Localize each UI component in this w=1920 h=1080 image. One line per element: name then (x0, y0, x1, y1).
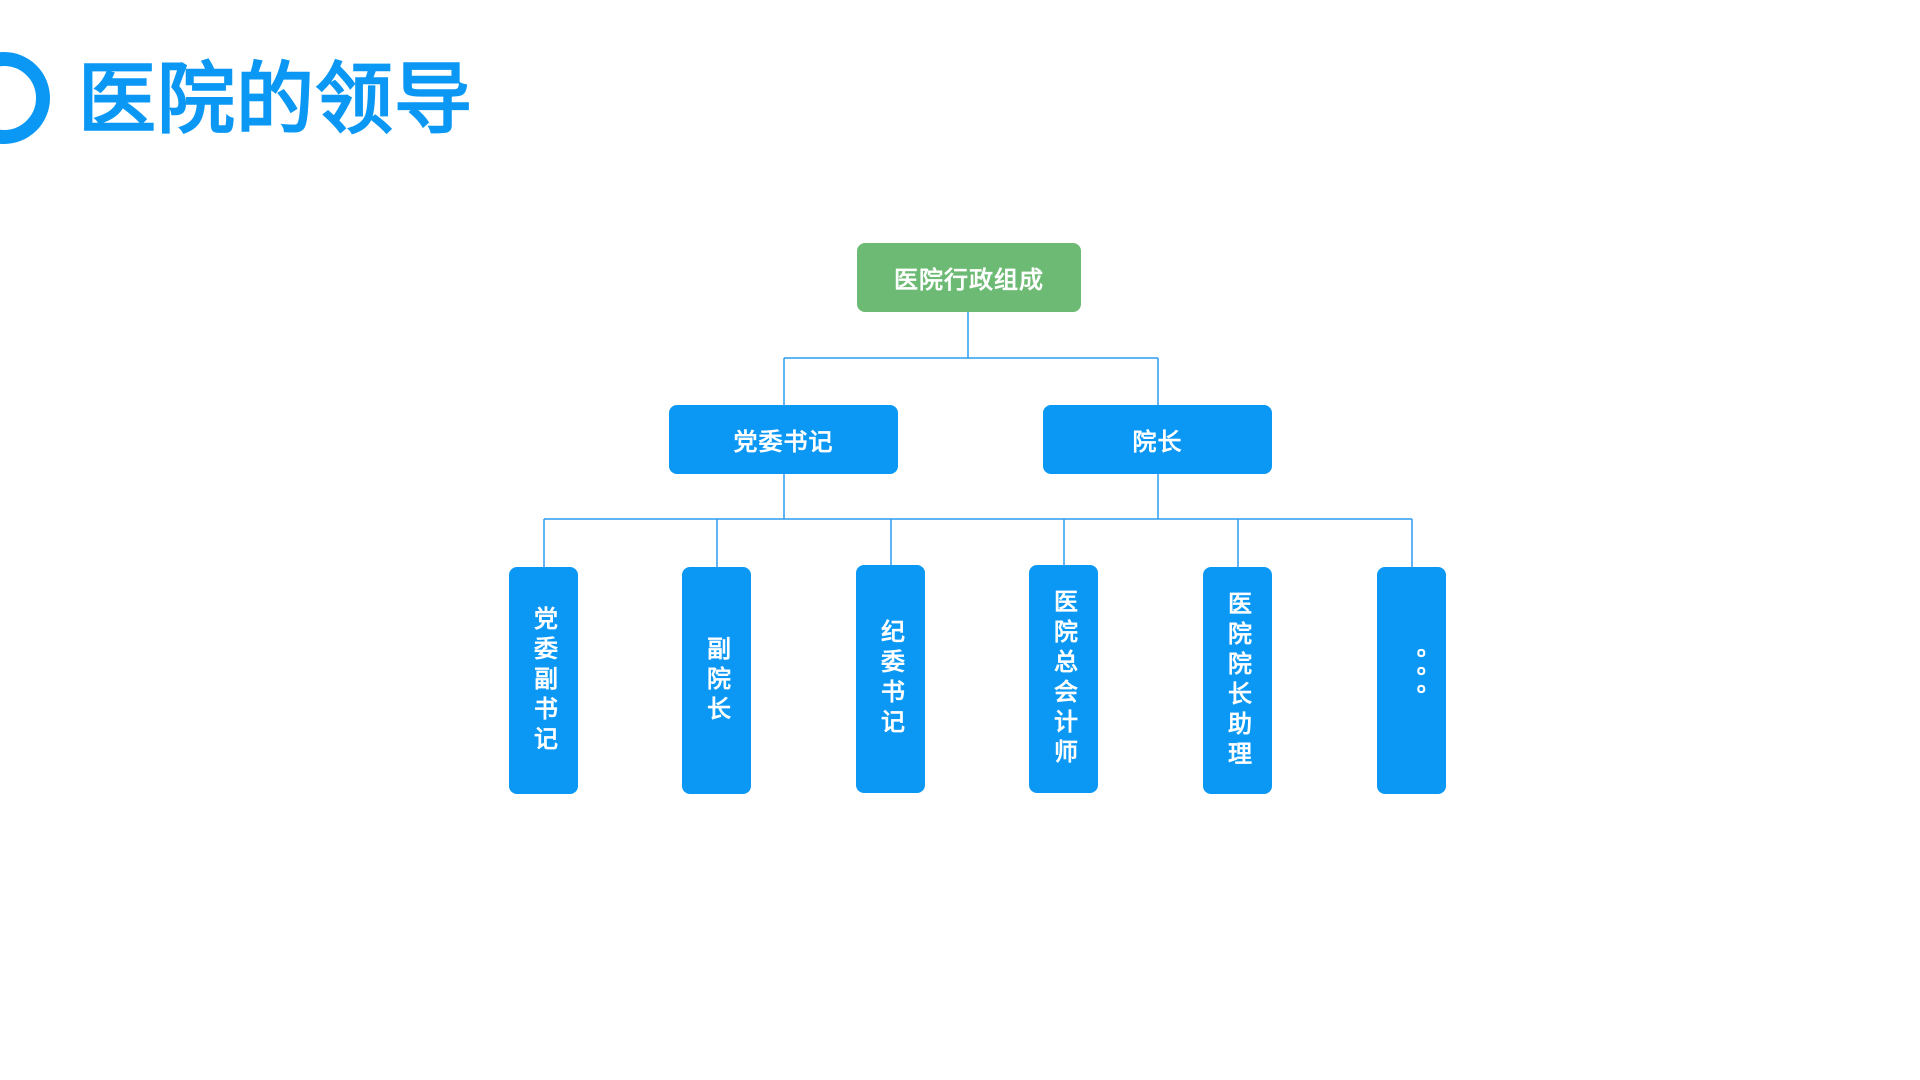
org-node-root: 医院行政组成 (857, 243, 1081, 312)
org-node-discipline-secretary: 纪委书记 (856, 565, 925, 793)
org-node-president-assistant: 医院院长助理 (1203, 567, 1272, 794)
org-node-vice-president: 副院长 (682, 567, 751, 794)
org-node-president: 院长 (1043, 405, 1272, 474)
slide-title: 医院的领导 (78, 55, 474, 145)
org-node-more: 。。。 (1377, 567, 1446, 794)
org-node-party-secretary: 党委书记 (669, 405, 898, 474)
org-node-deputy-party-secretary: 党委副书记 (509, 567, 578, 794)
org-node-chief-accountant: 医院总会计师 (1029, 565, 1098, 793)
